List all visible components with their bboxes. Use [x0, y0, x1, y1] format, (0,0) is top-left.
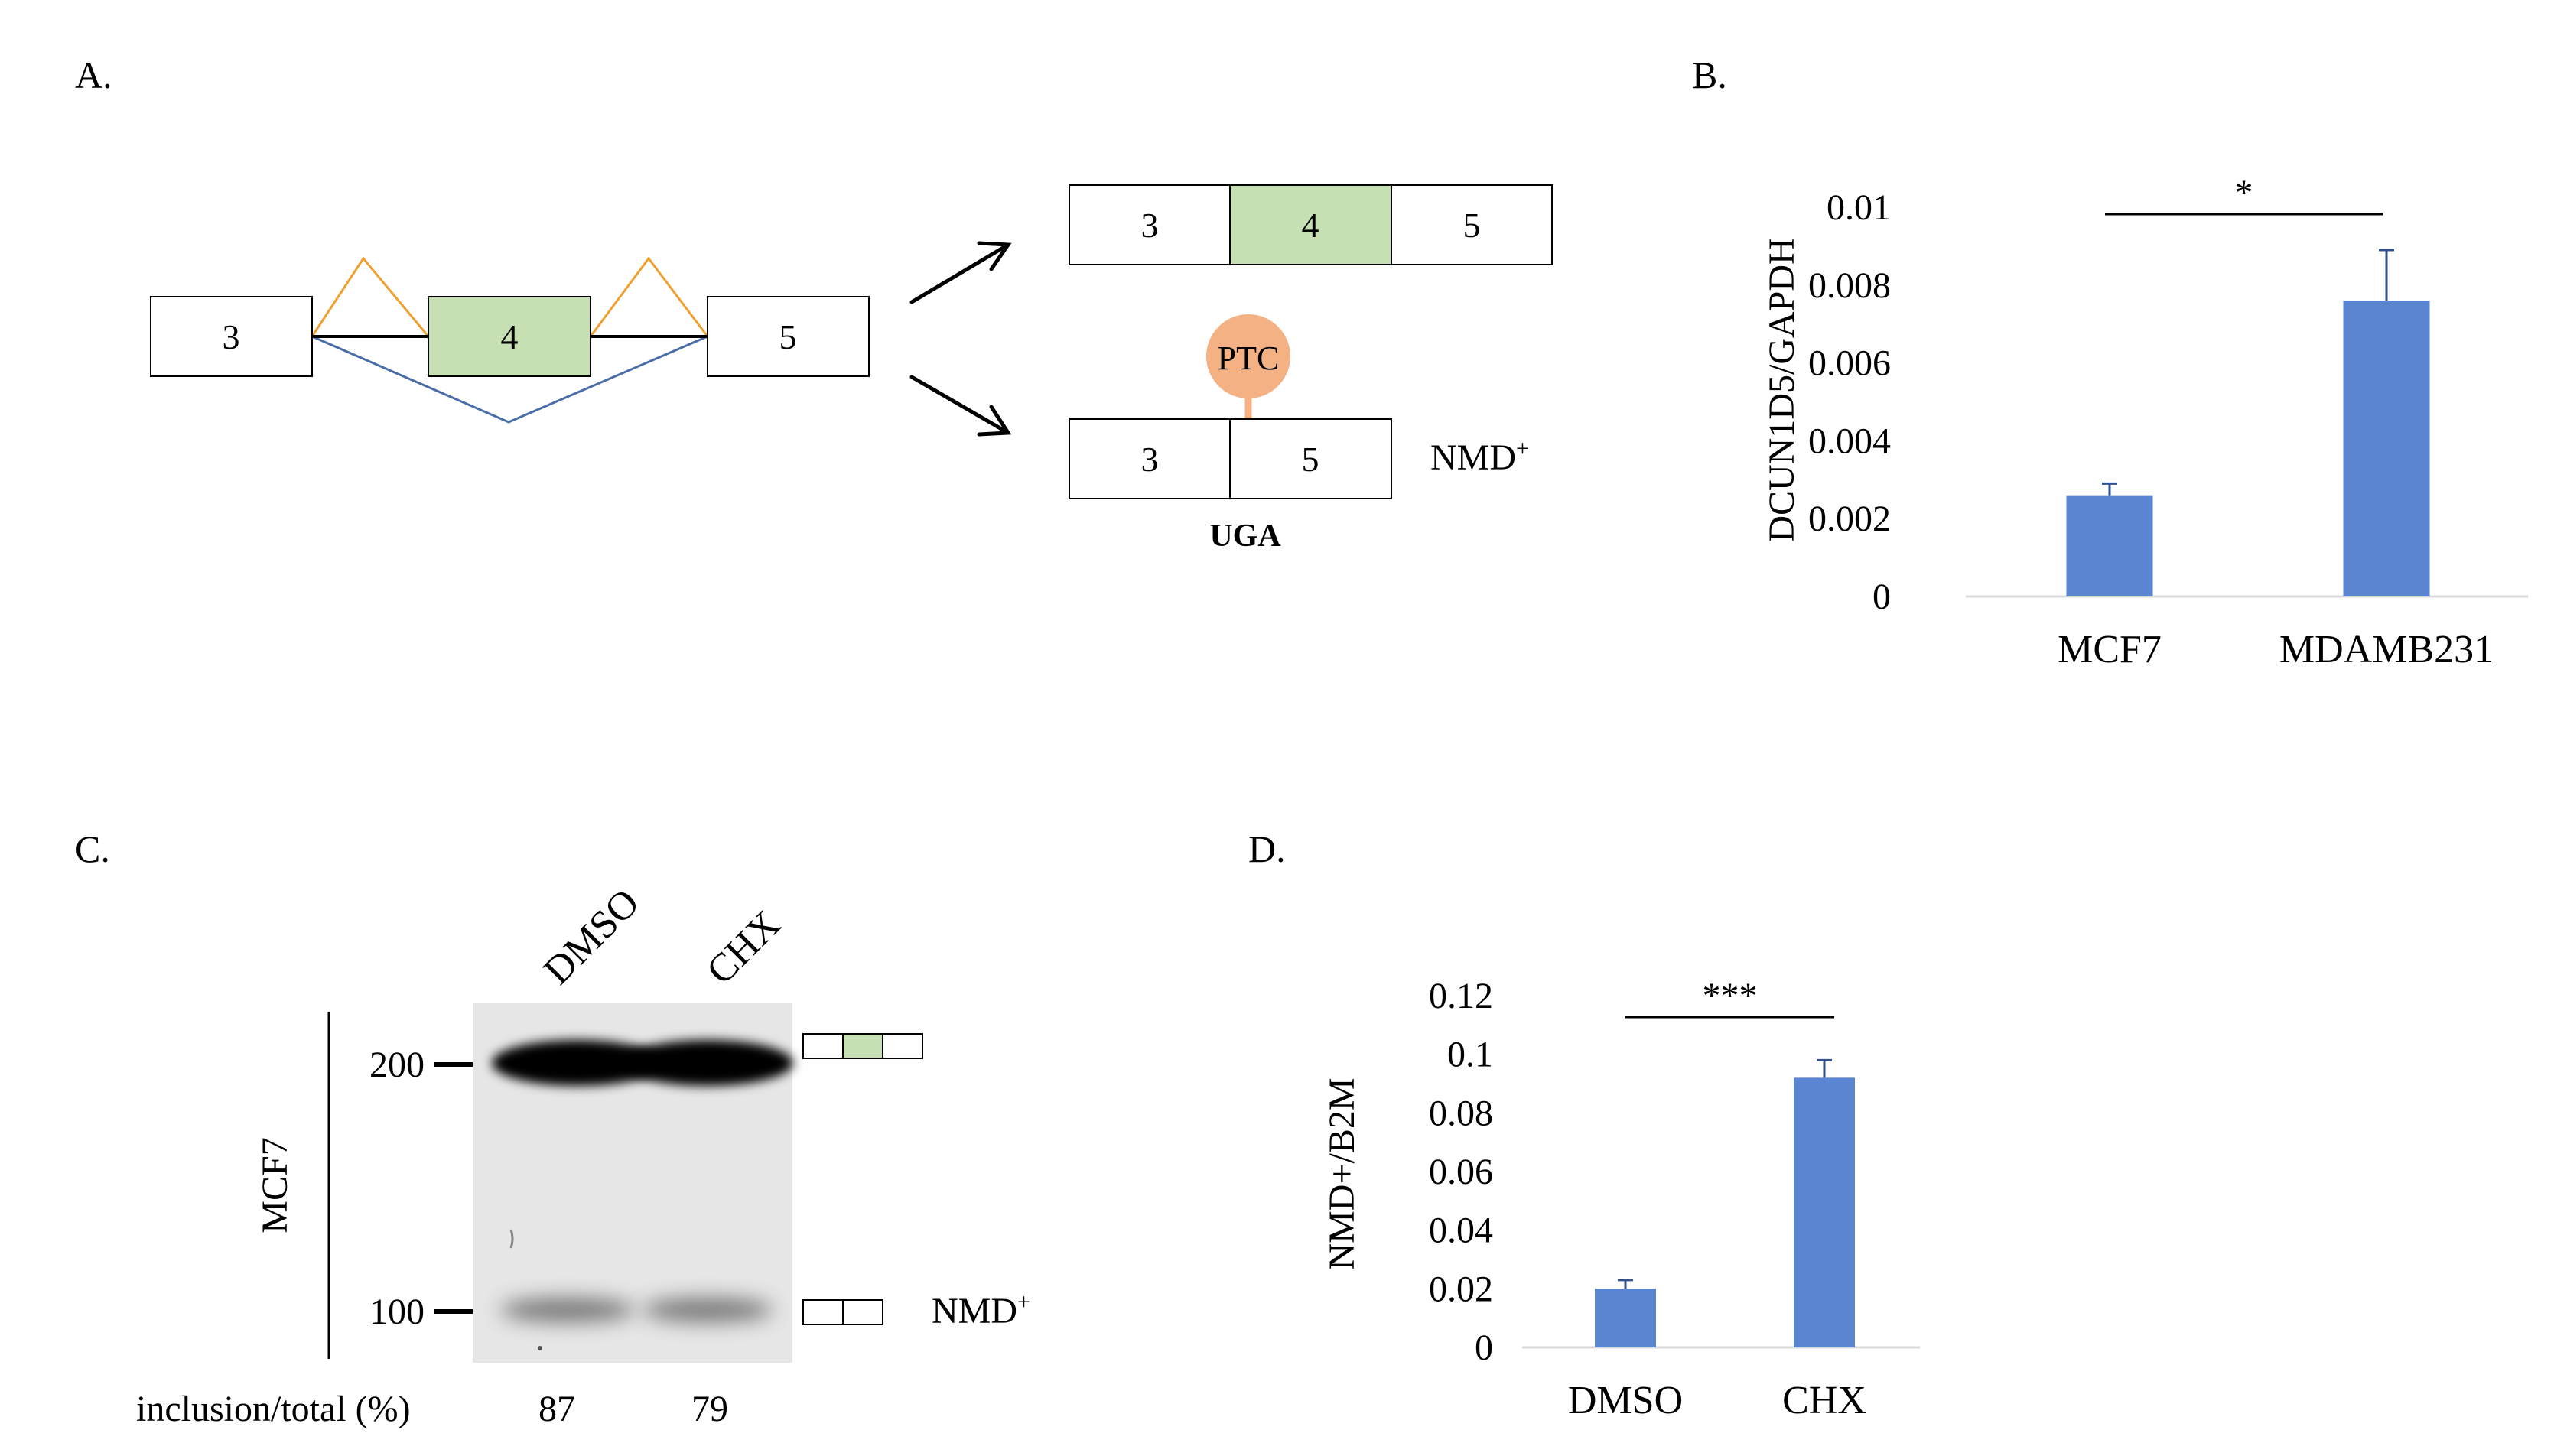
chart-d-y-tick: 0.02 [1429, 1269, 1493, 1309]
chart-b-bar [2066, 495, 2153, 596]
gel-image [473, 1003, 793, 1363]
ptc-label: PTC [1218, 340, 1280, 377]
band-100-chx [643, 1298, 773, 1322]
chart-b-y-tick: 0 [1872, 577, 1891, 617]
band-200-chx [622, 1040, 793, 1086]
skip-band-schematic [802, 1299, 883, 1325]
lane-label-chx: CHX [698, 903, 789, 993]
panel-a-label: A. [75, 54, 112, 96]
exon-4 [428, 296, 591, 377]
chart-d-y-label: NMD+/B2M [1322, 1077, 1362, 1269]
exon-3-label: 3 [223, 317, 240, 356]
panel-a: A. 3 4 5 3 4 5 [75, 54, 1553, 554]
chart-d-y-tick: 0.1 [1447, 1035, 1493, 1075]
arrow-up [909, 241, 1012, 304]
cell-line-label: MCF7 [255, 1137, 295, 1233]
chart-b-bar [2343, 301, 2430, 596]
exon-5-label: 5 [779, 317, 797, 356]
nmd-label-c: NMD+ [932, 1289, 1030, 1331]
isoform-exon-5 [1391, 184, 1553, 265]
exon-5 [707, 296, 870, 377]
chart-d-y-tick: 0 [1475, 1328, 1493, 1368]
skip-exon-3-label: 3 [1141, 440, 1159, 479]
chart-b-y-tick: 0.008 [1808, 265, 1891, 306]
inclusion-isoform: 3 4 5 [1069, 184, 1553, 265]
chart-d-y-tick: 0.08 [1429, 1093, 1493, 1133]
band-200-dmso [492, 1040, 663, 1086]
ratio-value-chx: 79 [691, 1389, 728, 1429]
chart-d-y-tick: 0.12 [1429, 976, 1493, 1016]
isoform-exon-3 [1069, 184, 1231, 265]
lane-label-dmso: DMSO [535, 881, 648, 993]
stop-codon-label: UGA [1209, 518, 1281, 554]
chart-d-category-label: DMSO [1568, 1379, 1683, 1422]
chart-d-category-label: CHX [1782, 1379, 1866, 1422]
ptc-marker: PTC [1206, 314, 1290, 419]
panel-b-label: B. [1692, 54, 1727, 96]
skip-exon-5 [1229, 418, 1392, 499]
skip-exon-5-label: 5 [1302, 440, 1319, 479]
inclusion-junction-left [311, 256, 430, 337]
band-100-dmso [500, 1298, 635, 1322]
skipping-isoform: 3 5 UGA NMD+ [1069, 418, 1529, 554]
chart-d-y-tick: 0.06 [1429, 1152, 1493, 1192]
chart-d-significance-mark: *** [1703, 976, 1758, 1016]
marker-100-label: 100 [369, 1292, 425, 1332]
chart-b-y-label: DCUN1D5/GAPDH [1762, 238, 1802, 541]
panel-c-label: C. [75, 827, 110, 870]
marker-200-label: 200 [369, 1045, 425, 1085]
isoform-exon-5-label: 5 [1463, 206, 1481, 245]
exon-3 [150, 296, 313, 377]
chart-d-bar [1595, 1289, 1656, 1347]
chart-b-y-tick: 0.01 [1827, 187, 1891, 228]
ratio-value-dmso: 87 [538, 1389, 575, 1429]
ratio-label: inclusion/total (%) [136, 1389, 411, 1429]
isoform-exon-4 [1229, 184, 1392, 265]
skip-exon-3 [1069, 418, 1231, 499]
chart-b-significance-mark: * [2235, 173, 2253, 213]
nmd-label-a: NMD+ [1430, 436, 1529, 478]
chart-b-category-label: MCF7 [2058, 628, 2162, 671]
chart-b-category-label: MDAMB231 [2279, 628, 2494, 671]
inclusion-band-schematic [802, 1033, 923, 1059]
inclusion-junction-right [589, 256, 709, 337]
chart-b-y-tick: 0.004 [1808, 421, 1891, 461]
skip-junction [311, 335, 708, 424]
arrow-down [909, 375, 1012, 437]
chart-d-y-tick: 0.04 [1429, 1211, 1493, 1251]
chart-b-y-tick: 0.002 [1808, 499, 1891, 539]
panel-d-label: D. [1248, 827, 1286, 870]
isoform-exon-4-label: 4 [1302, 206, 1319, 245]
panel-c: C. DMSO CHX MCF7 200 100 NM [75, 827, 1030, 1429]
chart-d-bar [1794, 1077, 1855, 1347]
isoform-exon-3-label: 3 [1141, 206, 1159, 245]
exon-4-label: 4 [501, 317, 519, 356]
chart-b-y-tick: 0.006 [1808, 343, 1891, 384]
